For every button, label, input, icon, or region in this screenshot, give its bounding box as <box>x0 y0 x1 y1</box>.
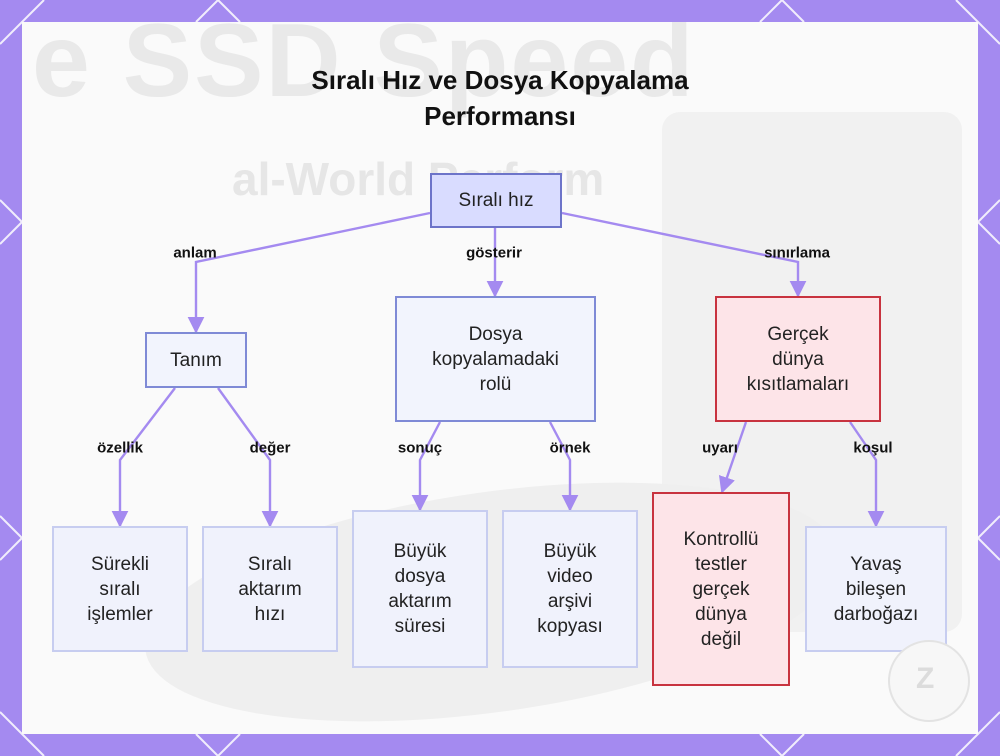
edge-line-sinirlama <box>561 211 807 298</box>
node-text-line: dosya <box>394 566 446 587</box>
edge-label-gosterir: gösterir <box>466 244 522 262</box>
node-text-line: Sıralı <box>247 553 293 575</box>
edge-line-anlam <box>187 211 431 334</box>
node-tanim: Tanım <box>145 332 247 388</box>
edge-label-kosul: koşul <box>853 439 893 457</box>
node-surekli-sirali-islemler: Sürekli sıralı işlemler <box>52 526 188 652</box>
edge-line-ozellik <box>111 387 176 528</box>
node-text-line: Büyük <box>393 541 447 562</box>
edge-label-uyari: uyarı <box>702 439 738 457</box>
edge-label-ornek: örnek <box>549 439 591 457</box>
node-text-line: bileşen <box>845 578 907 600</box>
edge-label-sonuc: sonuç <box>397 439 443 457</box>
node-text-line: Gerçek <box>767 323 829 345</box>
title-line-2: Performansı <box>424 101 576 131</box>
node-text-line: Tanım <box>170 349 222 371</box>
background-watermark-text: e SSD Speed <box>32 22 696 119</box>
edge-line-ornek <box>548 421 579 512</box>
node-text-line: rolü <box>479 373 512 395</box>
node-text-line: arşivi <box>547 591 593 612</box>
node-text-line: dünya <box>772 348 824 370</box>
node-text-line: aktarım <box>388 591 452 612</box>
edge-line-kosul <box>849 421 885 528</box>
node-dosya-kopyalamadaki-rolu: Dosya kopyalamadaki rolü <box>395 296 596 422</box>
edge-line-sonuc <box>411 421 442 512</box>
node-text-line: değil <box>700 628 742 650</box>
edge-label-deger: değer <box>249 439 291 457</box>
node-buyuk-dosya-aktarim-suresi: Büyük dosya aktarım süresi <box>352 510 488 668</box>
node-text-line: aktarım <box>238 578 302 600</box>
edge-line-deger <box>217 387 279 528</box>
title-line-1: Sıralı Hız ve Dosya Kopyalama <box>311 65 689 95</box>
node-text-line: Sıralı hız <box>458 190 534 211</box>
node-gercek-dunya-kisitlamalari: Gerçek dünya kısıtlamaları <box>715 296 881 422</box>
node-buyuk-video-arsivi-kopyasi: Büyük video arşivi kopyası <box>502 510 638 668</box>
node-text-line: gerçek <box>692 578 750 600</box>
node-text-line: Sürekli <box>90 553 150 575</box>
node-text-line: hızı <box>254 603 286 625</box>
edge-label-ozellik: özellik <box>97 439 143 457</box>
node-text-line: kopyalamadaki <box>432 348 559 370</box>
node-text-line: süresi <box>394 616 446 637</box>
edge-label-anlam: anlam <box>173 244 217 262</box>
node-text-line: sıralı <box>99 578 141 600</box>
node-text-line: darboğazı <box>833 603 919 625</box>
node-sirali-hiz: Sıralı hız <box>430 173 562 228</box>
watermark-logo-icon <box>888 640 970 722</box>
node-text-line: testler <box>695 553 747 575</box>
node-text-line: Büyük <box>543 541 597 562</box>
node-kontrollu-testler: Kontrollü testler gerçek dünya değil <box>652 492 790 686</box>
node-yavas-bilesen-darbogazi: Yavaş bileşen darboğazı <box>805 526 947 652</box>
node-text-line: video <box>547 566 593 587</box>
node-text-line: Dosya <box>468 323 523 345</box>
node-text-line: Kontrollü <box>683 528 759 550</box>
node-sirali-aktarim-hizi: Sıralı aktarım hızı <box>202 526 338 652</box>
node-text-line: dünya <box>695 603 747 625</box>
node-text-line: kısıtlamaları <box>746 373 850 395</box>
node-text-line: kopyası <box>537 616 603 637</box>
edge-line-uyari <box>718 421 748 494</box>
node-text-line: Yavaş <box>850 553 902 575</box>
diagram-title: Sıralı Hız ve Dosya Kopyalama Performans… <box>0 62 1000 134</box>
edge-label-sinirlama: sınırlama <box>764 244 830 262</box>
node-text-line: işlemler <box>87 603 153 625</box>
